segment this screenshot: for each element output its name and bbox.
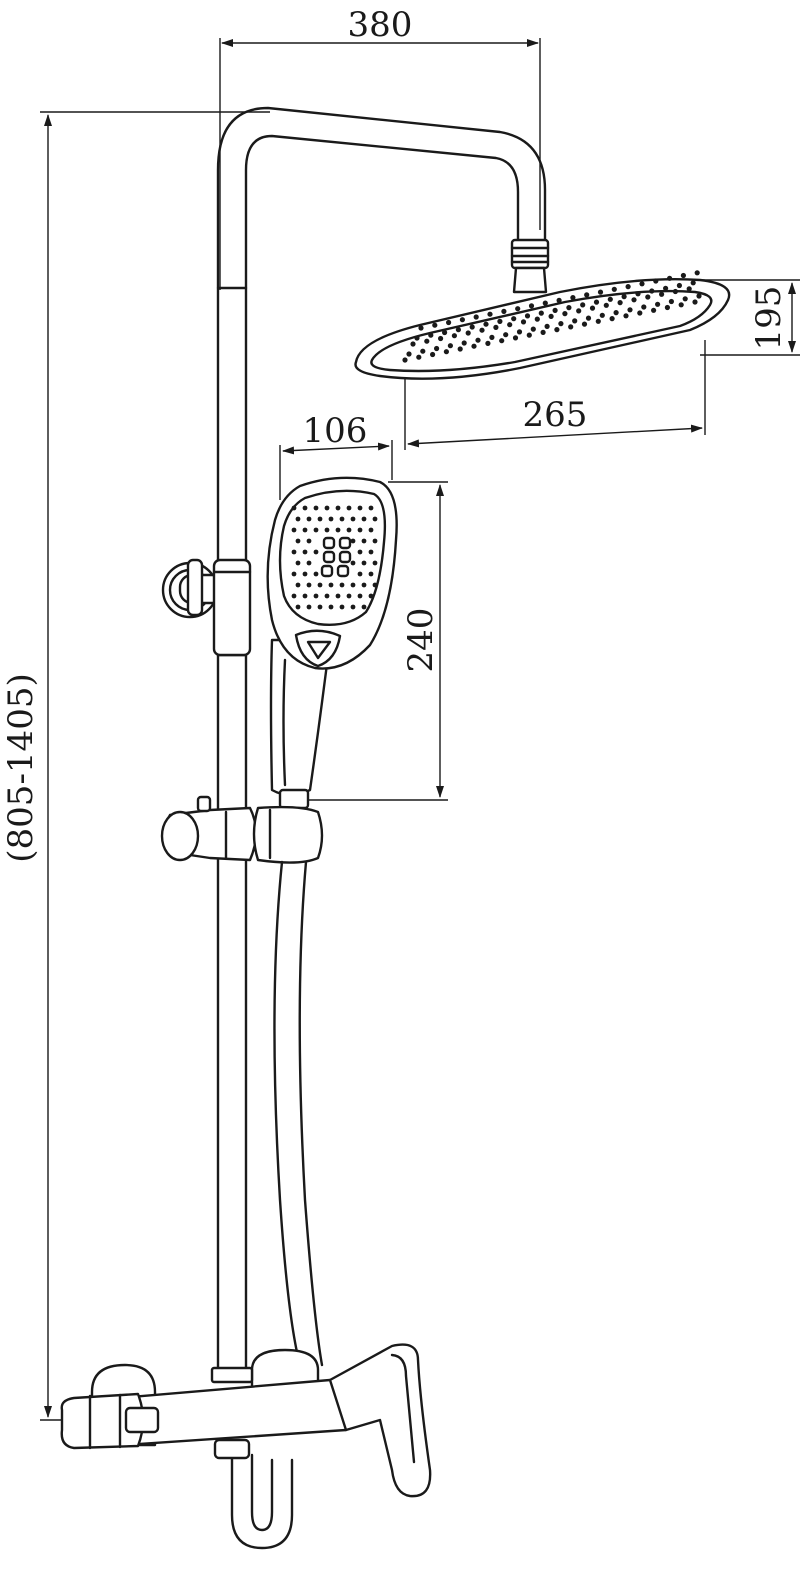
hand-shower-nozzles (291, 505, 378, 610)
dimension-195-label: 195 (749, 286, 789, 351)
riser-clamp-upper (212, 558, 252, 657)
mixer-valve (60, 1343, 432, 1498)
dimension-240: 240 (300, 481, 448, 801)
dimension-265-label: 265 (523, 395, 588, 435)
dimension-total-height-label: (805-1405) (1, 673, 41, 862)
dimension-total-height: (805-1405) (1, 111, 270, 1421)
dimension-195: 195 (700, 279, 800, 356)
hand-shower (266, 476, 398, 810)
riser-pipe (216, 106, 547, 1382)
dimension-380: 380 (219, 5, 541, 290)
dimension-106-label: 106 (303, 411, 368, 451)
shower-arm-nut (510, 238, 550, 294)
slide-holder (160, 795, 324, 864)
dimension-265: 265 (404, 340, 706, 450)
dimension-380-label: 380 (348, 5, 413, 45)
rain-shower-head (354, 270, 731, 380)
shower-hose (230, 860, 324, 1550)
rain-head-nozzles (402, 270, 702, 363)
dimension-240-label: 240 (401, 608, 441, 673)
dimension-106: 106 (279, 411, 393, 500)
